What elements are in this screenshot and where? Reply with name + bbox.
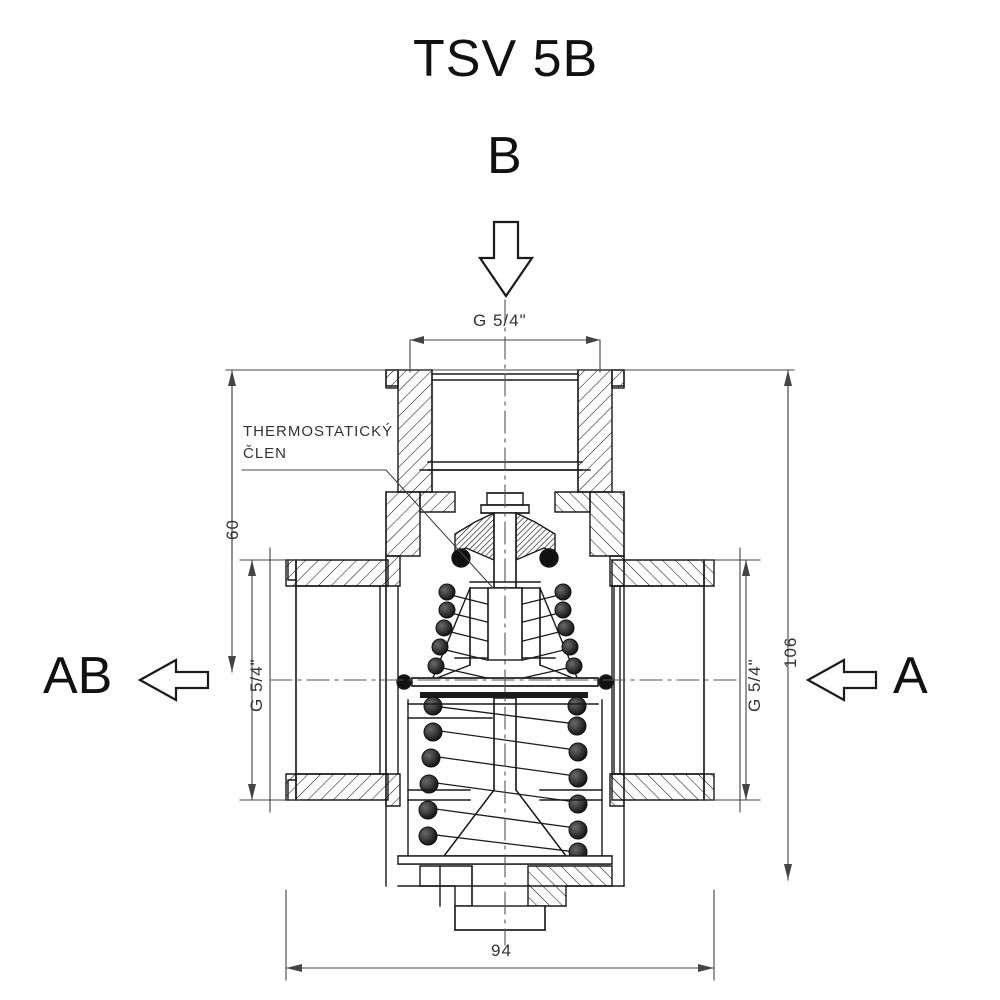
dimension-height-60: 60 [223,519,242,540]
dimension-thread-left: G 5/4" [247,658,266,712]
bottom-cap [397,855,625,931]
left-arrow-icon-a [805,658,878,702]
down-arrow-icon [477,220,535,298]
dimension-height-106: 106 [781,636,800,668]
left-arrow-icon-ab [137,658,210,702]
port-label-right: A [893,647,928,705]
upper-spring [427,583,583,679]
flow-arrows [137,220,878,702]
dimension-arrowheads [228,336,792,972]
dimension-thread-top: G 5/4" [473,311,527,330]
annotation-thermostatic-element-line1: THERMOSTATICKÝ [243,423,394,440]
page-title: TSV 5B [413,30,599,88]
dimension-thread-right: G 5/4" [745,658,764,712]
dimension-lines [225,339,795,981]
port-label-top: B [487,127,522,185]
dimension-width-94: 94 [491,941,512,960]
centerlines [269,299,741,946]
annotation-thermostatic-element-line2: ČLEN [243,445,288,462]
port-label-left: AB [43,647,113,705]
